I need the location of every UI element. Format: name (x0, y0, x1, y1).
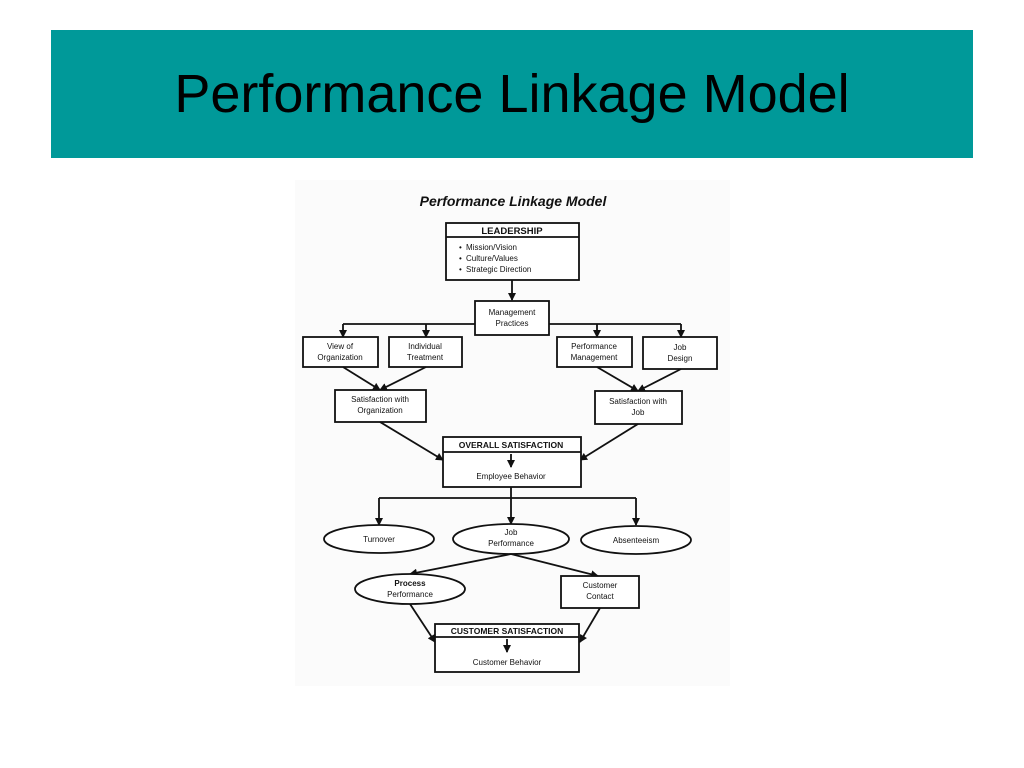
customer-satisfaction-title: CUSTOMER SATISFACTION (451, 626, 564, 636)
job-design-label: Job (674, 343, 687, 352)
diagram-heading: Performance Linkage Model (420, 193, 608, 209)
satisfaction-organization-label: Organization (357, 406, 402, 415)
slide-title: Performance Linkage Model (174, 64, 850, 124)
performance-management-label: Management (571, 353, 618, 362)
customer-contact-label: Customer (583, 581, 618, 590)
connector-arrow (579, 607, 601, 643)
job-performance-ellipse: Job Performance (452, 523, 570, 555)
management-practices-box: Management Practices (474, 300, 550, 336)
view-of-organization-box: View of Organization (302, 336, 379, 368)
individual-treatment-label: Individual (408, 342, 442, 351)
leadership-box: LEADERSHIP • Mission/Vision • Culture/Va… (445, 222, 580, 281)
view-of-organization-label: View of (327, 342, 354, 351)
performance-linkage-diagram: Performance Linkage Model LEADERSHIP • M… (295, 180, 730, 686)
connector-arrow (379, 421, 444, 461)
diagram-canvas: Performance Linkage Model LEADERSHIP • M… (302, 193, 718, 673)
process-performance-ellipse: Process Performance (354, 573, 466, 605)
connector-arrow (409, 553, 512, 577)
leadership-item: Culture/Values (466, 254, 518, 263)
connector-arrow (409, 603, 436, 643)
connector-arrow (510, 553, 599, 579)
job-performance-label: Performance (488, 539, 534, 548)
employee-behavior-label: Employee Behavior (476, 472, 546, 481)
customer-satisfaction-box: CUSTOMER SATISFACTION Customer Behavior (434, 623, 580, 673)
connector-arrow (637, 368, 682, 392)
satisfaction-job-label: Job (632, 408, 645, 417)
satisfaction-organization-label: Satisfaction with (351, 395, 409, 404)
leadership-item-bullet: • (459, 254, 462, 263)
title-banner: Performance Linkage Model (51, 30, 973, 158)
satisfaction-organization-box: Satisfaction with Organization (334, 389, 427, 423)
connector-arrow (379, 366, 427, 391)
process-performance-label: Process (394, 579, 426, 588)
management-practices-label: Practices (496, 319, 529, 328)
job-performance-label: Job (505, 528, 518, 537)
customer-contact-box: Customer Contact (560, 575, 640, 609)
leadership-item: Strategic Direction (466, 265, 531, 274)
connector-arrow (342, 366, 381, 391)
satisfaction-job-box: Satisfaction with Job (594, 390, 683, 425)
leadership-item-bullet: • (459, 243, 462, 252)
overall-satisfaction-title: OVERALL SATISFACTION (459, 440, 564, 450)
turnover-ellipse: Turnover (323, 524, 435, 554)
performance-management-label: Performance (571, 342, 617, 351)
leadership-item-bullet: • (459, 265, 462, 274)
job-design-box: Job Design (642, 336, 718, 370)
individual-treatment-label: Treatment (407, 353, 444, 362)
leadership-title: LEADERSHIP (481, 226, 543, 237)
customer-behavior-label: Customer Behavior (473, 658, 542, 667)
leadership-item: Mission/Vision (466, 243, 517, 252)
connector-arrow (579, 423, 639, 461)
process-performance-label: Performance (387, 590, 433, 599)
individual-treatment-box: Individual Treatment (388, 336, 463, 368)
overall-satisfaction-box: OVERALL SATISFACTION Employee Behavior (442, 436, 582, 488)
performance-management-box: Performance Management (556, 336, 633, 368)
connector-arrow (596, 366, 639, 392)
view-of-organization-label: Organization (317, 353, 362, 362)
absenteeism-label: Absenteeism (613, 536, 660, 545)
management-practices-label: Management (489, 308, 536, 317)
customer-contact-label: Contact (586, 592, 614, 601)
satisfaction-job-label: Satisfaction with (609, 397, 667, 406)
job-design-label: Design (668, 354, 693, 363)
turnover-label: Turnover (363, 535, 395, 544)
absenteeism-ellipse: Absenteeism (580, 525, 692, 555)
